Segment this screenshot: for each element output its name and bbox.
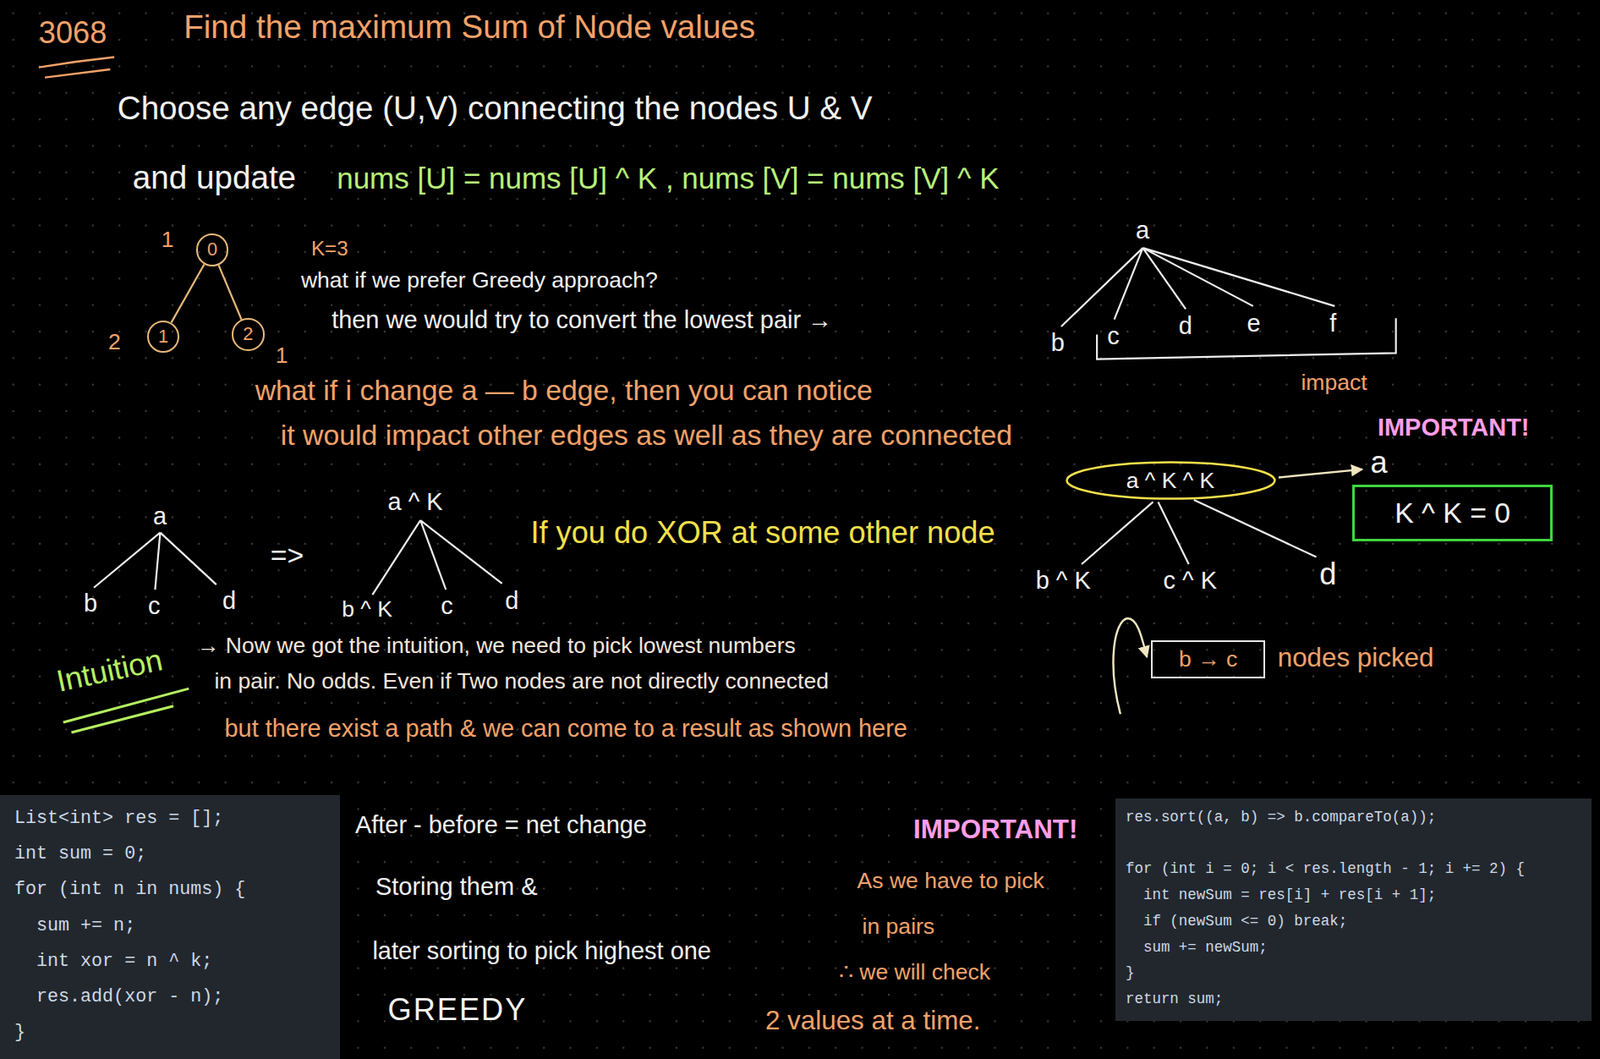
code-line: if (newSum <= 0) break;	[1125, 908, 1348, 935]
code-line: int sum = 0;	[14, 836, 147, 872]
code-line: res.sort((a, b) => b.compareTo(a));	[1125, 804, 1436, 831]
code-block: res.sort((a, b) => b.compareTo(a)); for (…	[1115, 798, 1592, 1021]
underline	[63, 688, 189, 733]
tree-letter: c ^ K	[1163, 566, 1217, 595]
formula: nums [U] = nums [U] ^ K , nums [V] = num…	[336, 161, 999, 196]
picked-box: b → c	[1150, 640, 1266, 680]
code-line: List<int> res = [];	[14, 800, 224, 837]
tree-edge	[218, 264, 242, 320]
note-text: but there exist a path & we can come to …	[224, 714, 907, 743]
note-text: it would impact other edges as well as t…	[280, 418, 1013, 452]
tree-letter: a	[153, 502, 167, 531]
code-line: res.add(xor - n);	[14, 979, 224, 1015]
result-box: K ^ K = 0	[1352, 484, 1554, 541]
note-text: → Now we got the intuition, we need to p…	[197, 632, 796, 659]
code-line: for (int n in nums) {	[14, 871, 247, 908]
highlight-ellipse: a ^ K ^ K	[1064, 460, 1277, 500]
ellipse-outline	[1066, 462, 1275, 499]
tree-letter: b	[1051, 328, 1065, 357]
code-line: int xor = n ^ k;	[14, 943, 213, 980]
note-text: then we would try to convert the lowest …	[331, 306, 833, 335]
node-value: 2	[108, 328, 121, 356]
tree-letter: d	[1319, 556, 1337, 592]
tree-letter: b ^ K	[341, 596, 393, 623]
tree-letter: d	[1178, 312, 1193, 340]
tree-letter: e	[1247, 309, 1261, 338]
node-value: 1	[275, 342, 289, 369]
tree-letter: b	[83, 589, 98, 618]
tree-letter: a	[1370, 444, 1388, 481]
tree-branch	[93, 532, 217, 591]
note-text: As we have to pick	[857, 867, 1045, 894]
note-text: nodes picked	[1277, 642, 1435, 674]
note-text: After - before = net change	[355, 810, 647, 839]
tree-branch	[1061, 247, 1335, 327]
code-block: List<int> res = [];int sum = 0;for (int …	[0, 794, 340, 1059]
note-text: GREEDY	[388, 991, 528, 1028]
note-text: what if we prefer Greedy approach?	[301, 267, 658, 294]
node-text: 1	[158, 326, 169, 348]
note-text: in pairs	[862, 913, 936, 940]
underline	[38, 57, 115, 78]
tree-letter: c	[1106, 322, 1119, 351]
note-text: later sorting to pick highest one	[372, 936, 712, 965]
code-line: for (int i = 0; i < res.length - 1; i +=…	[1125, 855, 1525, 883]
code-line: }	[1125, 959, 1135, 987]
note-text: Storing them &	[375, 872, 537, 901]
pointer-arrow	[1278, 469, 1363, 478]
note-text: in pair. No odds. Even if Two nodes are …	[213, 668, 829, 695]
tree-letter: a	[1135, 216, 1150, 245]
node-value: 1	[161, 226, 175, 253]
note-text: what if i change a — b edge, then you ca…	[255, 373, 873, 407]
tree-letter: d	[222, 586, 236, 615]
tree-branch	[1081, 499, 1317, 565]
bracket-label: impact	[1300, 369, 1367, 396]
tree-letter: c	[440, 591, 453, 620]
title: Find the maximum Sum of Node values	[183, 8, 756, 46]
note-text: 2 values at a time.	[765, 1005, 981, 1036]
bracket	[1096, 317, 1397, 359]
highlight-tag: IMPORTANT!	[913, 814, 1079, 845]
node-text: 2	[242, 323, 253, 346]
code-line: sum += n;	[14, 908, 136, 944]
problem-number: 3068	[38, 15, 108, 51]
node-text: K ^ K = 0	[1394, 496, 1511, 530]
tree-letter: d	[504, 586, 519, 615]
note-text: ∴ we will check	[838, 958, 991, 986]
node-text: b → c	[1178, 646, 1238, 673]
highlight-tag: IMPORTANT!	[1377, 413, 1530, 442]
pointer-arrow	[1113, 618, 1148, 714]
tree-node: 2	[231, 317, 265, 351]
code-line: return sum;	[1125, 986, 1223, 1013]
tree-branch	[372, 520, 502, 595]
code-line: int newSum = res[i] + res[i + 1];	[1125, 882, 1436, 909]
code-line: }	[14, 1014, 26, 1051]
tree-letter: f	[1329, 309, 1337, 338]
parameter: K=3	[311, 236, 349, 261]
tree-letter: c	[147, 591, 160, 620]
tree-edge	[171, 263, 205, 323]
arrow-symbol: =>	[270, 538, 304, 572]
note-text: Choose any edge (U,V) connecting the nod…	[117, 89, 873, 127]
note-text: If you do XOR at some other node	[530, 515, 995, 551]
tree-letter: b ^ K	[1035, 566, 1091, 595]
note-text: and update	[132, 158, 296, 197]
tree-node: 0	[196, 233, 230, 267]
tree-letter: a ^ K	[388, 487, 444, 516]
code-line: sum += newSum;	[1125, 934, 1268, 961]
node-text: a ^ K ^ K	[1126, 467, 1216, 494]
node-text: 0	[207, 239, 218, 261]
